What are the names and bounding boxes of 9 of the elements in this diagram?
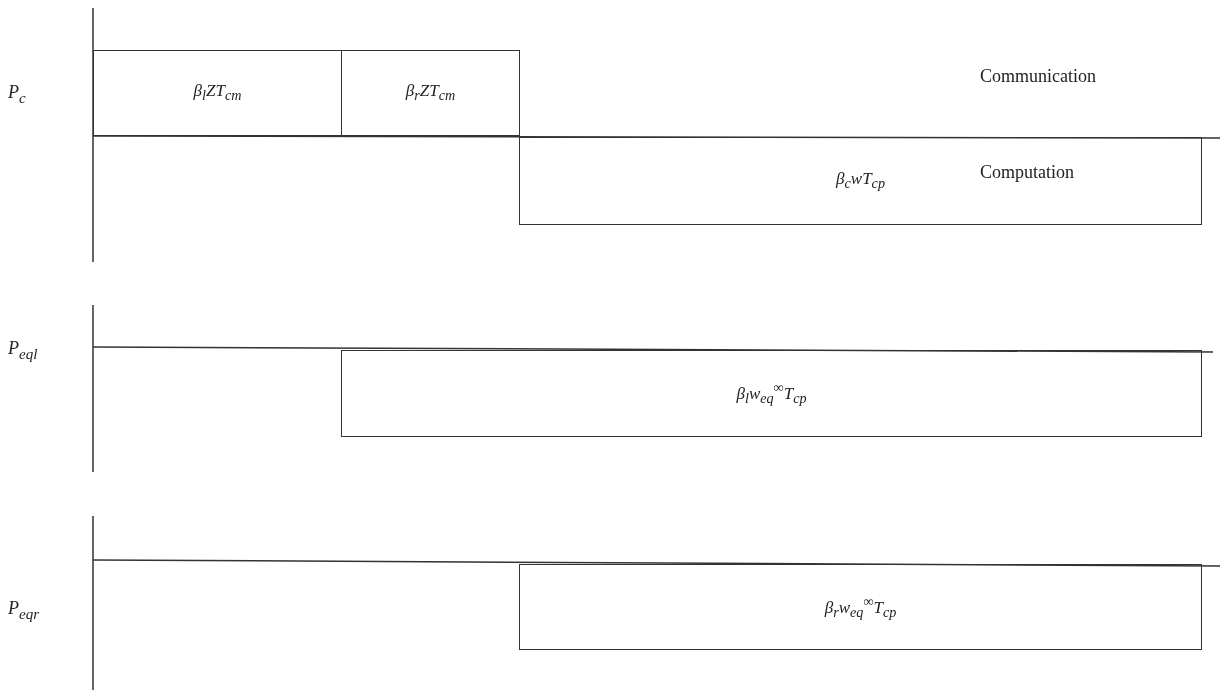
time-block: β$_{l}$w$_{eq}$$^{∞}$T$_{cp}$ xyxy=(341,350,1202,437)
processor-label: P$_{eql}$ xyxy=(8,338,38,363)
row-label: Communication xyxy=(980,66,1096,87)
processor-label: P$_{eqr}$ xyxy=(8,598,39,623)
processor-label: P$_{c}$ xyxy=(8,82,26,107)
time-block: β$_{r}$ZT$_{cm}$ xyxy=(341,50,520,136)
time-block: β$_{r}$w$_{eq}$$^{∞}$T$_{cp}$ xyxy=(519,564,1202,650)
row-label: Computation xyxy=(980,162,1074,183)
time-block: β$_{l}$ZT$_{cm}$ xyxy=(93,50,342,136)
